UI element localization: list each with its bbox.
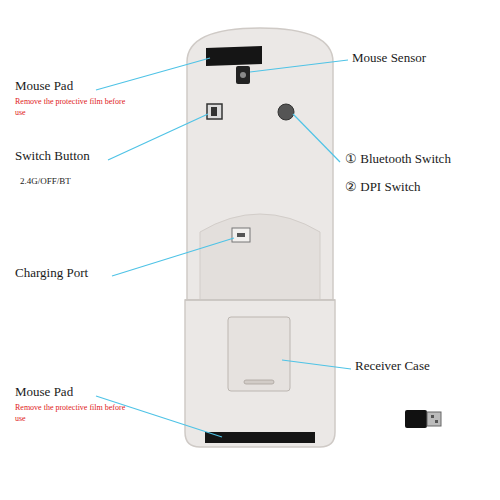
part-label: Charging Port xyxy=(15,265,88,281)
part-label: Switch Button xyxy=(15,148,90,164)
warning-note: Remove the protective film before use xyxy=(15,96,127,118)
part-label: Mouse Pad xyxy=(15,384,73,400)
switch-modes: 2.4G/OFF/BT xyxy=(20,176,71,186)
part-label: Mouse Pad xyxy=(15,78,73,94)
part-label: ① Bluetooth Switch xyxy=(345,151,451,167)
part-label: Receiver Case xyxy=(355,358,430,374)
warning-note: Remove the protective film before use xyxy=(15,402,127,424)
part-label: ② DPI Switch xyxy=(345,179,421,195)
part-label: Mouse Sensor xyxy=(352,50,426,66)
